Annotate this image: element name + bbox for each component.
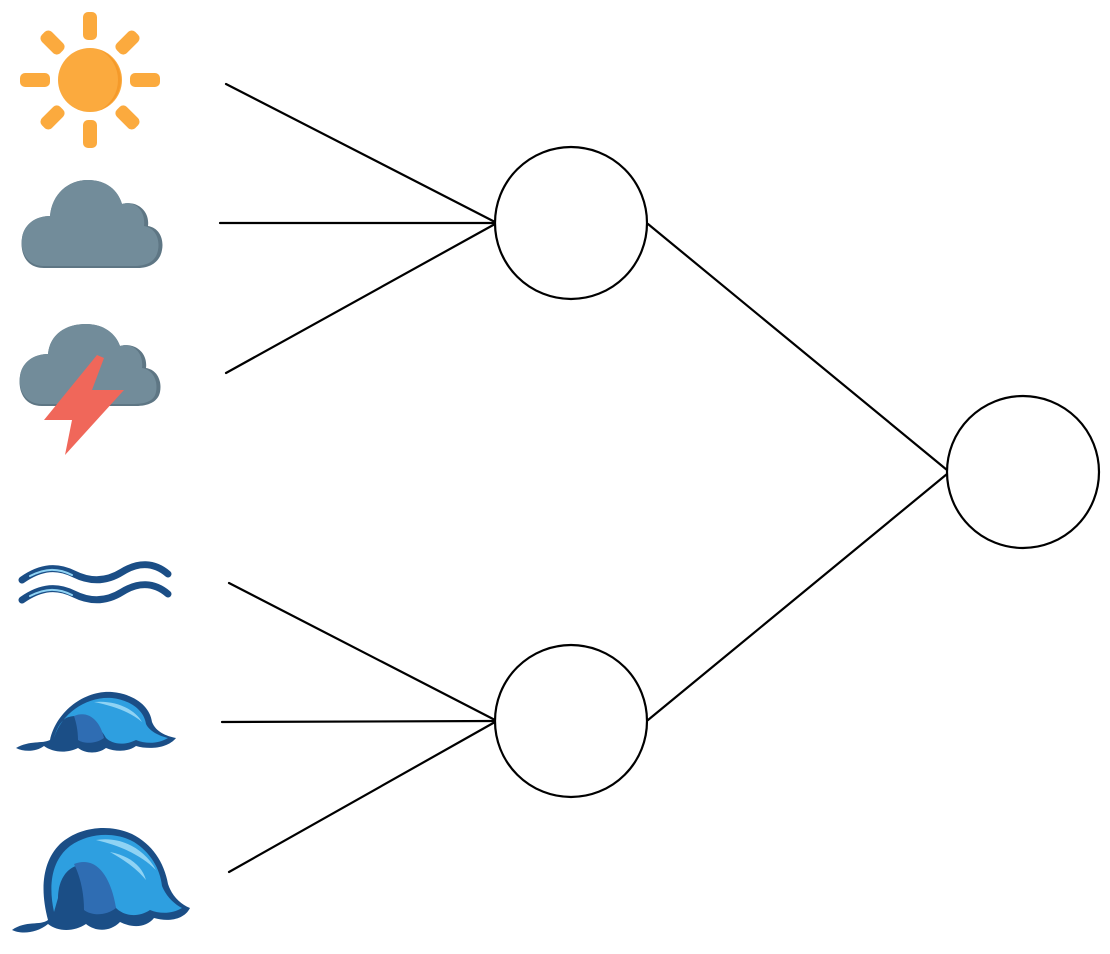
large-wave-icon xyxy=(12,828,190,933)
edge-large-wave-to-hidden-bottom xyxy=(227,720,497,874)
edge-storm-to-hidden-top xyxy=(224,222,497,375)
connections xyxy=(218,82,949,874)
hidden-node-top xyxy=(493,145,649,301)
edge-sun-to-hidden-top xyxy=(224,82,497,224)
edge-hidden-top-to-output xyxy=(646,222,949,472)
medium-wave-icon xyxy=(16,691,176,753)
hidden-node-bottom xyxy=(493,643,649,799)
ripple-waves-icon xyxy=(18,561,172,604)
output-node xyxy=(945,394,1101,550)
edge-medium-wave-to-hidden-bottom xyxy=(220,719,497,724)
storm-cloud-icon xyxy=(19,324,161,455)
sun-icon xyxy=(20,12,160,148)
edge-ripple-to-hidden-bottom xyxy=(227,581,497,722)
edge-hidden-bottom-to-output xyxy=(646,472,949,722)
cloud-icon xyxy=(21,180,163,268)
